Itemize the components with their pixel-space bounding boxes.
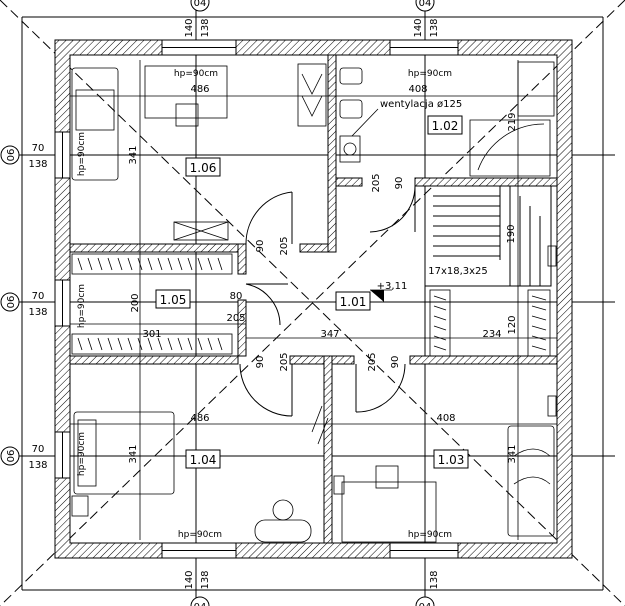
dim-301: 301: [142, 329, 161, 340]
axis-label-bottom-left: 04: [194, 602, 207, 606]
hp-note-3: hp=90cm: [178, 530, 222, 540]
dim-bottom-right-138: 138: [429, 570, 440, 589]
dim-top-left-138: 138: [200, 18, 211, 37]
dim-90-b: 90: [394, 177, 405, 190]
dim-205-d: 205: [367, 352, 378, 371]
dim-left-mid-70: 70: [32, 291, 45, 302]
stairs: [424, 185, 552, 287]
dim-80: 80: [230, 291, 243, 302]
dim-left-top-138: 138: [28, 159, 47, 170]
room-label-1-02: 1.02: [432, 119, 459, 133]
dim-left-top-70: 70: [32, 143, 45, 154]
dim-left-bottom-70: 70: [32, 444, 45, 455]
dim-90-d: 90: [390, 356, 401, 369]
dim-left-mid-138: 138: [28, 307, 47, 318]
dim-top-right-140: 140: [413, 18, 424, 37]
dimension-labels: 140 138 140 138 140 138 138 70 138 70 13…: [28, 18, 518, 589]
axis-markers: [0, 0, 435, 606]
dim-486-top: 486: [190, 84, 209, 95]
room-label-1-05: 1.05: [160, 293, 187, 307]
hp-note-2: hp=90cm: [408, 69, 452, 79]
doors: [239, 185, 416, 417]
dim-486-bottom: 486: [190, 413, 209, 424]
dim-205-a: 205: [279, 236, 290, 255]
axis-label-top-right: 04: [419, 0, 432, 9]
dim-205-door: 205: [226, 313, 245, 324]
hp-note-5: hp=90cm: [77, 132, 87, 176]
hp-note-7: hp=90cm: [77, 432, 87, 476]
dim-bottom-left-140: 140: [184, 570, 195, 589]
dim-341-right: 341: [507, 444, 518, 463]
dim-200: 200: [130, 293, 141, 312]
dim-120: 120: [507, 315, 518, 334]
stairs-note: 17x18,3x25: [428, 266, 488, 277]
dimension-lines: [70, 60, 557, 540]
axis-label-left-mid: 06: [6, 296, 17, 309]
room-label-1-06: 1.06: [190, 161, 217, 175]
dim-90-c: 90: [255, 356, 266, 369]
dim-90-a: 90: [255, 240, 266, 253]
axis-label-bottom-right: 04: [419, 602, 432, 606]
dim-341-bottom: 341: [128, 444, 139, 463]
dim-top-left-140: 140: [184, 18, 195, 37]
axis-label-left-bottom: 06: [6, 450, 17, 463]
dim-205-b: 205: [371, 173, 382, 192]
room-labels: 1.06 1.02 1.05 1.01 1.04 1.03: [155, 115, 469, 469]
axis-label-left-top: 06: [6, 149, 17, 162]
dim-205-c: 205: [279, 352, 290, 371]
dim-190: 190: [506, 224, 517, 243]
hp-note-6: hp=90cm: [77, 284, 87, 328]
level-note: +3,11: [377, 281, 408, 292]
dim-bottom-left-138: 138: [200, 570, 211, 589]
dim-234: 234: [482, 329, 501, 340]
dim-219: 219: [507, 112, 518, 131]
notes: hp=90cm hp=90cm hp=90cm hp=90cm hp=90cm …: [77, 69, 488, 540]
room-label-1-04: 1.04: [190, 453, 217, 467]
hp-note-1: hp=90cm: [174, 69, 218, 79]
hp-note-4: hp=90cm: [408, 530, 452, 540]
dim-408-bottom: 408: [436, 413, 455, 424]
dim-408-top: 408: [408, 84, 427, 95]
dim-left-bottom-138: 138: [28, 460, 47, 471]
vent-note: wentylacja ø125: [380, 99, 462, 110]
room-label-1-01: 1.01: [340, 295, 367, 309]
dim-top-right-138: 138: [429, 18, 440, 37]
furniture: [71, 61, 557, 543]
dim-347: 347: [320, 329, 339, 340]
dim-341-top: 341: [128, 145, 139, 164]
axis-label-top-left: 04: [194, 0, 207, 9]
room-label-1-03: 1.03: [438, 453, 465, 467]
windows: [54, 39, 459, 559]
axis-marker-labels: 04 04 04 04 06 06 06: [6, 0, 431, 606]
interior-walls: [69, 54, 558, 544]
